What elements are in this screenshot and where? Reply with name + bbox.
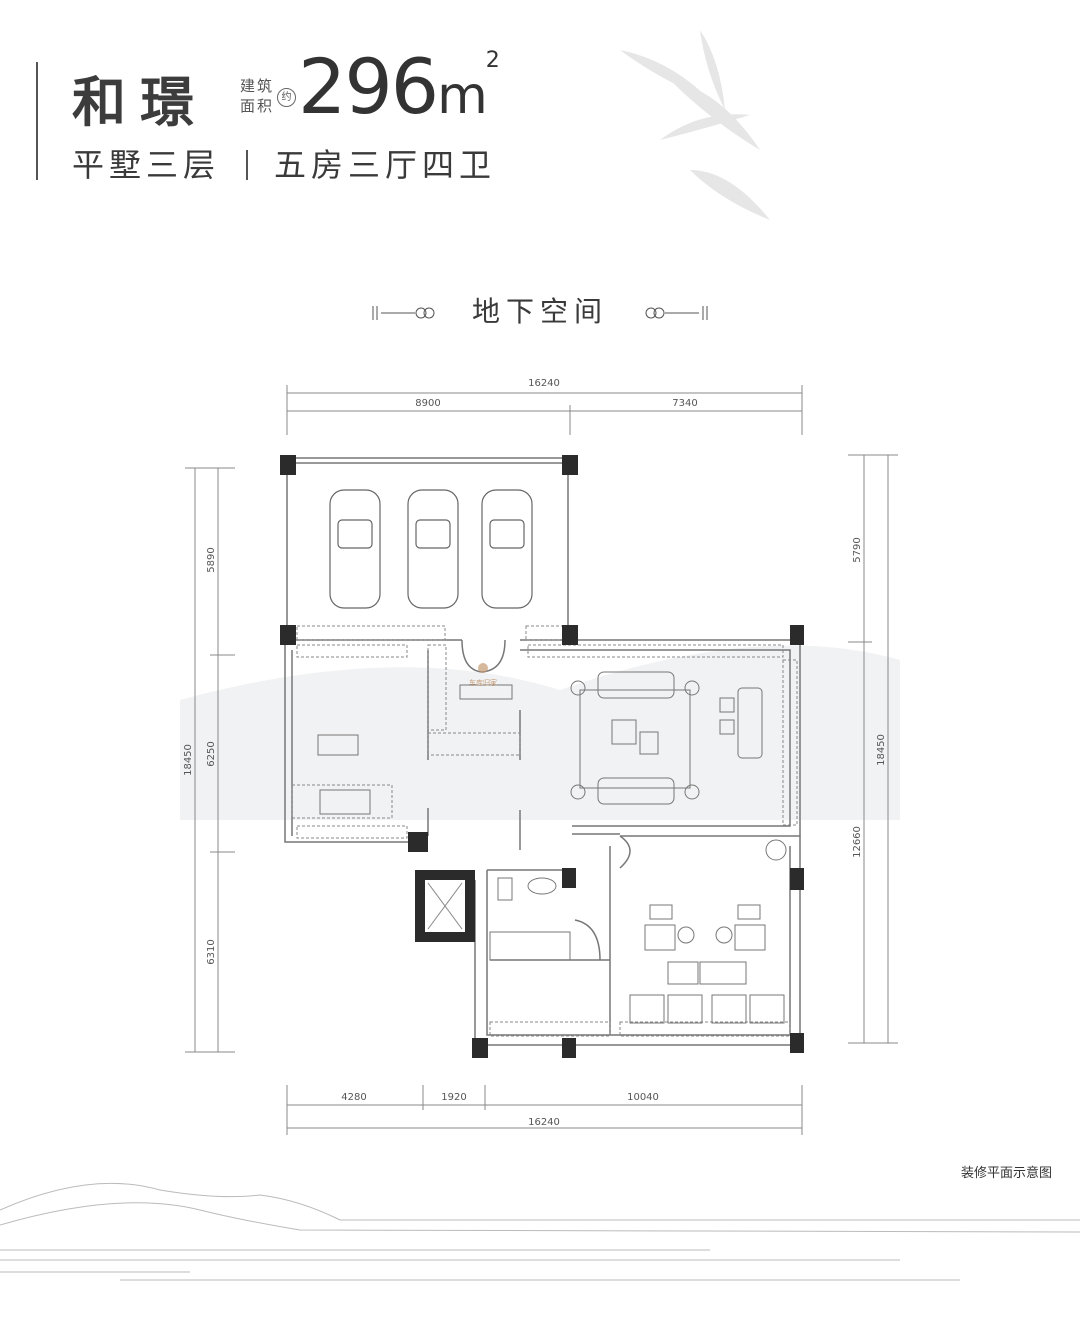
mist-background [180,645,900,820]
dim-left-bottom: 6310 [206,939,217,964]
mountain-decoration [0,1182,1080,1281]
dim-bottom-left: 4280 [341,1092,366,1103]
section-title: 地下空间 [471,295,608,328]
bamboo-decoration-icon [620,30,770,220]
dim-bottom-middle: 1920 [441,1092,466,1103]
dim-top-right: 7340 [672,398,697,409]
approx-badge: 约 [277,88,296,107]
dim-left-total: 18450 [183,744,194,776]
dim-right-bottom: 12660 [852,826,863,858]
ornament-left-icon [372,306,435,320]
structural-columns [280,455,804,1058]
elevator-icon [427,882,463,930]
dim-left-middle: 6250 [206,741,217,766]
section-title-row: 地下空间 [0,290,1080,330]
dim-left-top: 5890 [206,547,217,572]
dim-bottom-right: 10040 [627,1092,659,1103]
furniture [317,671,787,1024]
cabinets [291,625,798,1037]
title-accent-bar [36,62,38,180]
ornament-right-icon [645,306,708,320]
area-label: 建筑 面积 [240,76,274,116]
project-name: 和璟 [72,70,208,134]
area-label-line2: 面积 [240,97,275,115]
plan-caption: 装修平面示意图 [960,1166,1052,1181]
subtitle: 平墅三层 五房三厅四卫 [72,140,496,186]
dim-bottom-total: 16240 [528,1117,560,1128]
entry-annotation: 车库归家 [469,678,497,687]
area-value: 296m2 [298,42,500,131]
dim-right-top: 5790 [852,537,863,562]
house-type: 平墅三层 [72,146,221,184]
dim-top-total: 16240 [528,378,560,389]
parked-cars-icon [329,489,533,609]
dimension-lines [185,385,898,1135]
area-unit-sup: 2 [485,48,500,73]
floor-plan: 16240 8900 7340 4280 1920 10040 16240 18… [180,378,900,1135]
subtitle-divider [246,150,249,180]
area-unit: m [437,66,488,126]
dim-right-total: 18450 [876,734,887,766]
entry-marker-icon [478,663,488,673]
room-layout: 五房三厅四卫 [274,146,497,184]
dim-top-left: 8900 [415,398,440,409]
area-number: 296 [298,42,439,131]
area-label-line1: 建筑 [240,77,275,95]
